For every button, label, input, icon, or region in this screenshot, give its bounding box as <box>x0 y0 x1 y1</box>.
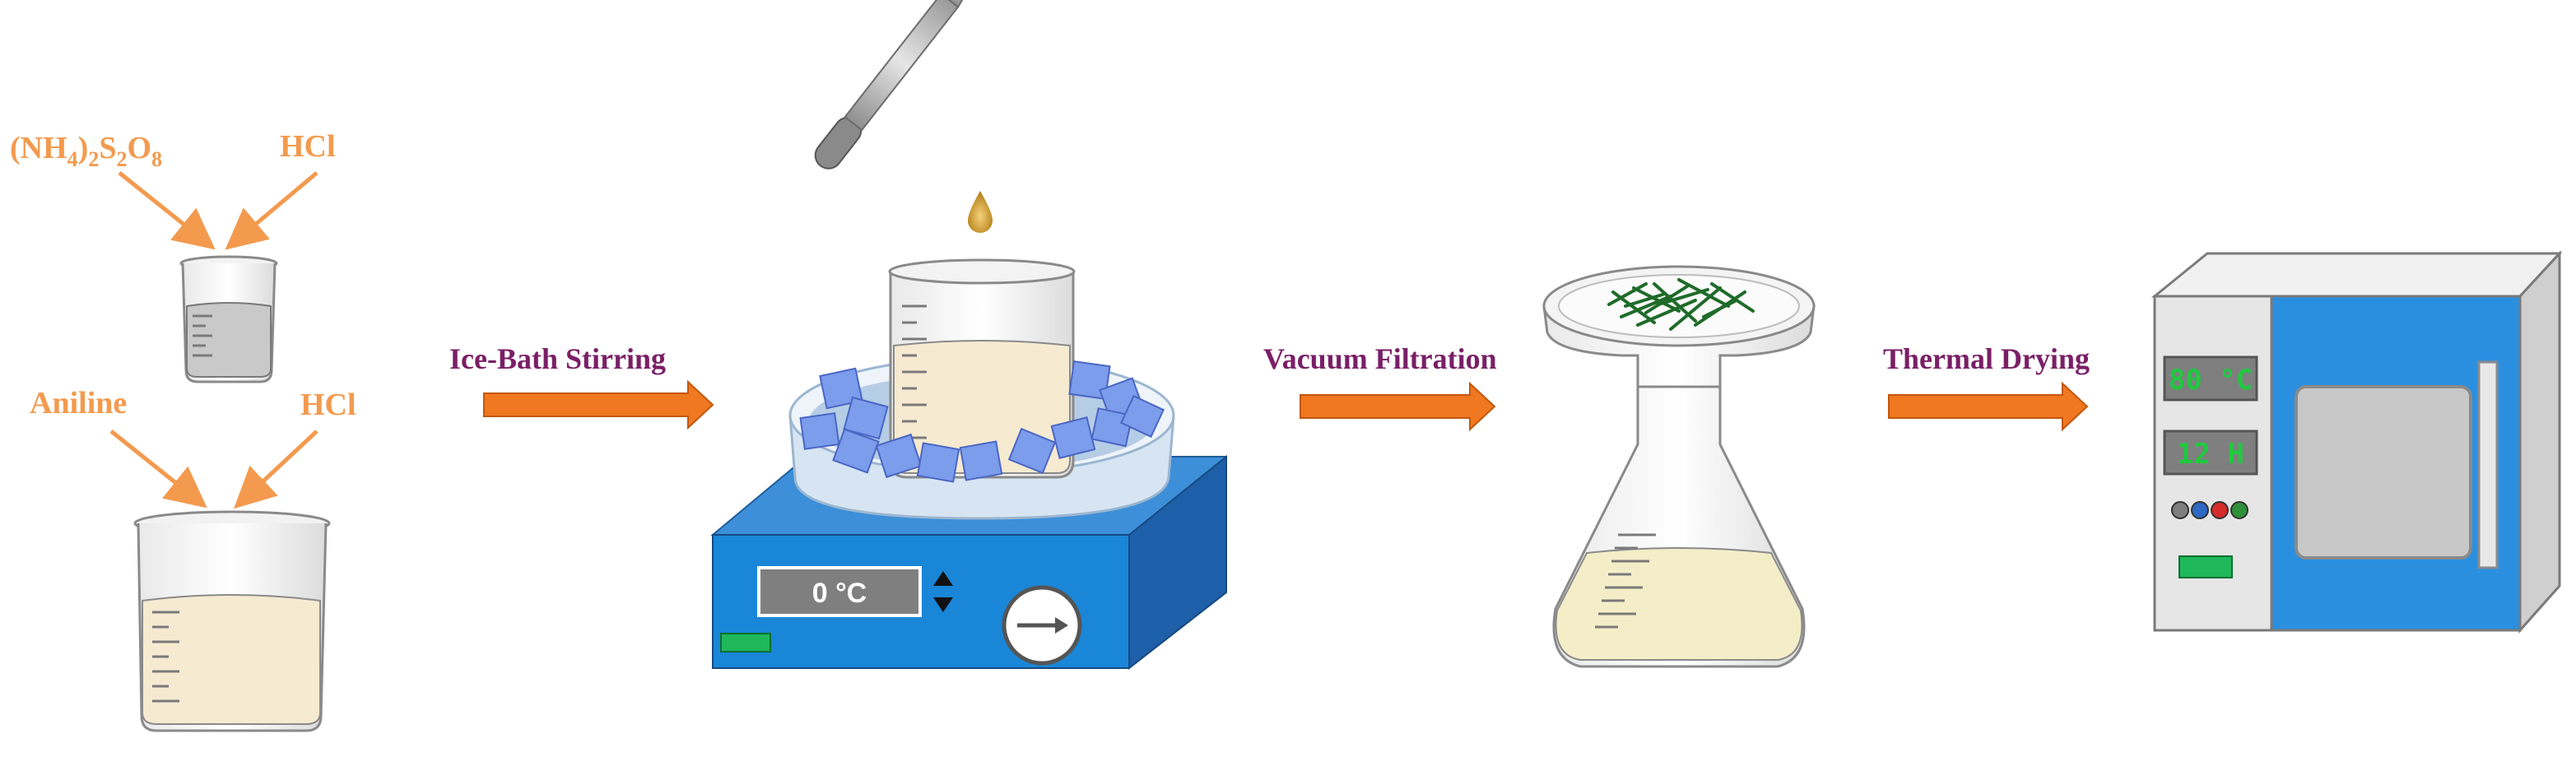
temp-up-icon[interactable] <box>933 571 953 586</box>
step2-label: Vacuum Filtration <box>1263 342 1497 375</box>
temp-down-icon[interactable] <box>933 597 953 612</box>
hcl-top-arrow <box>225 171 319 250</box>
step1-label: Ice-Bath Stirring <box>449 342 666 375</box>
large-beaker <box>133 510 331 732</box>
oven-time: 12 H <box>2177 438 2244 471</box>
stirrer-temperature: 0 °C <box>812 578 867 609</box>
aniline-arrow <box>109 430 207 509</box>
step2-arrow <box>1300 381 1496 432</box>
buchner-funnel <box>1542 265 1816 388</box>
stirrer-power-indicator <box>720 633 771 653</box>
oven-button-green[interactable] <box>2230 501 2248 519</box>
oven-temperature: 80 °C <box>2169 364 2253 397</box>
oven-button-blue[interactable] <box>2191 501 2209 519</box>
reagent-drop <box>968 191 993 233</box>
small-beaker <box>179 255 278 383</box>
step1-arrow <box>483 379 714 430</box>
oven-handle[interactable] <box>2477 360 2499 569</box>
hcl-bottom-label: HCl <box>300 388 356 422</box>
pipette <box>814 0 993 170</box>
aniline-label: Aniline <box>30 386 127 420</box>
oven-power-indicator <box>2178 555 2233 578</box>
stirrer-display <box>757 566 922 617</box>
oven-window <box>2295 385 2472 560</box>
oven-temp-display <box>2163 355 2258 402</box>
oven-button-red[interactable] <box>2211 501 2229 519</box>
oven-button-gray[interactable] <box>2171 501 2189 519</box>
step3-label: Thermal Drying <box>1883 342 2090 375</box>
oven-time-display <box>2163 430 2258 476</box>
step3-arrow <box>1888 381 2089 432</box>
hcl-top-label: HCl <box>280 129 336 164</box>
drying-oven: 80 °C 12 H <box>2151 250 2563 634</box>
oxidant-arrow <box>118 171 216 250</box>
erlenmeyer-flask <box>1552 381 1806 668</box>
polyaniline-product <box>1607 278 1755 331</box>
hcl-bottom-arrow <box>234 430 319 509</box>
ice-cubes <box>799 360 1165 483</box>
stirrer-knob[interactable] <box>1002 585 1082 666</box>
oxidant-label: (NH4)2S2O8 <box>10 131 162 171</box>
